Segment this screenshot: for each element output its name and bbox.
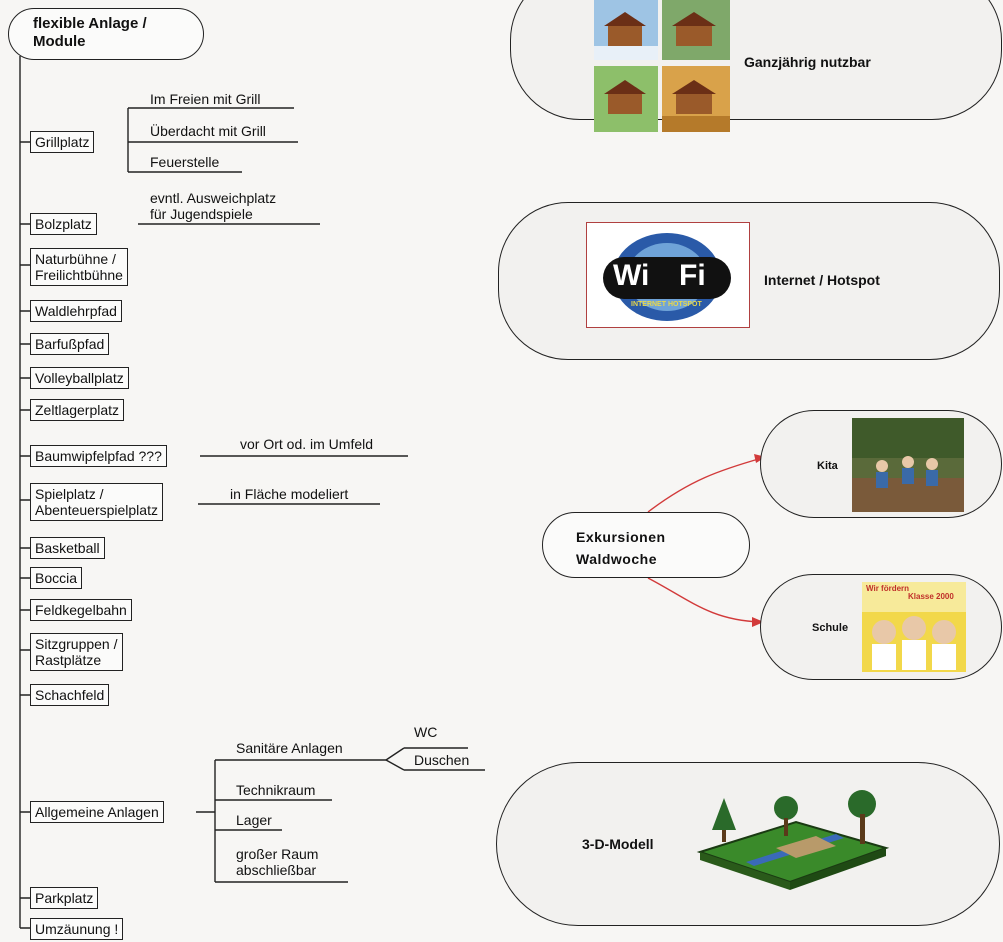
module-umzaeunung: Umzäunung ! (30, 918, 124, 940)
allg-raum: großer Raum abschließbar (236, 846, 319, 878)
allg-wc: WC (414, 724, 438, 740)
schule-poster: Wir fördern Klasse 2000 (862, 582, 966, 672)
poster-sub: Klasse 2000 (908, 592, 954, 601)
allg-duschen: Duschen (414, 752, 470, 768)
label-year-round: Ganzjährig nutzbar (744, 54, 871, 70)
poster-title: Wir fördern (866, 584, 910, 593)
spiel-note: in Fläche modeliert (230, 486, 349, 502)
label-3d-modell: 3-D-Modell (582, 836, 654, 852)
bolz-note: evntl. Ausweichplatz für Jugendspiele (150, 190, 277, 222)
kita-photo (852, 418, 964, 512)
module-basketball: Basketball (30, 537, 105, 559)
module-barfusspfad: Barfußpfad (30, 333, 110, 355)
module-spielplatz: Spielplatz / Abenteuerspielplatz (30, 483, 163, 521)
module-waldlehrpfad: Waldlehrpfad (30, 300, 122, 322)
baum-note: vor Ort od. im Umfeld (240, 436, 374, 452)
module-baumwipfelpfad: Baumwipfelpfad ??? (30, 445, 167, 467)
module-parkplatz: Parkplatz (30, 887, 99, 909)
panel-year-round (510, 0, 1002, 120)
label-schule: Schule (812, 622, 849, 634)
seasons-image (590, 0, 734, 136)
allg-technikraum: Technikraum (236, 782, 316, 798)
module-sitzgruppen: Sitzgruppen / Rastplätze (30, 633, 123, 671)
node-exkursionen (542, 512, 750, 578)
allg-sanitaer: Sanitäre Anlagen (236, 740, 343, 756)
model-image (686, 774, 898, 894)
module-volleyballplatz: Volleyballplatz (30, 367, 129, 389)
module-bolzplatz: Bolzplatz (30, 213, 97, 235)
module-boccia: Boccia (30, 567, 83, 589)
module-naturbuehne: Naturbühne / Freilichtbühne (30, 248, 128, 286)
grill-child-ueberdacht: Überdacht mit Grill (150, 123, 266, 139)
label-exkursionen: Exkursionen Waldwoche (576, 529, 666, 567)
module-feldkegelbahn: Feldkegelbahn (30, 599, 132, 621)
grill-child-feuerstelle: Feuerstelle (150, 154, 220, 170)
label-wifi: Internet / Hotspot (764, 272, 880, 288)
module-schachfeld: Schachfeld (30, 684, 110, 706)
module-allgemeine-anlagen: Allgemeine Anlagen (30, 801, 164, 823)
root-node: flexible Anlage / Module (8, 8, 204, 60)
wifi-logo-sub: INTERNET HOTSPOT (631, 301, 702, 308)
allg-lager: Lager (236, 812, 272, 828)
wifi-logo-right: Fi (679, 259, 706, 292)
wifi-logo: Wi Fi INTERNET HOTSPOT (586, 222, 750, 328)
label-kita: Kita (817, 460, 838, 472)
wifi-logo-left: Wi (613, 259, 650, 292)
module-zeltlagerplatz: Zeltlagerplatz (30, 399, 125, 421)
grill-child-freien: Im Freien mit Grill (150, 91, 261, 107)
module-grillplatz: Grillplatz (30, 131, 95, 153)
